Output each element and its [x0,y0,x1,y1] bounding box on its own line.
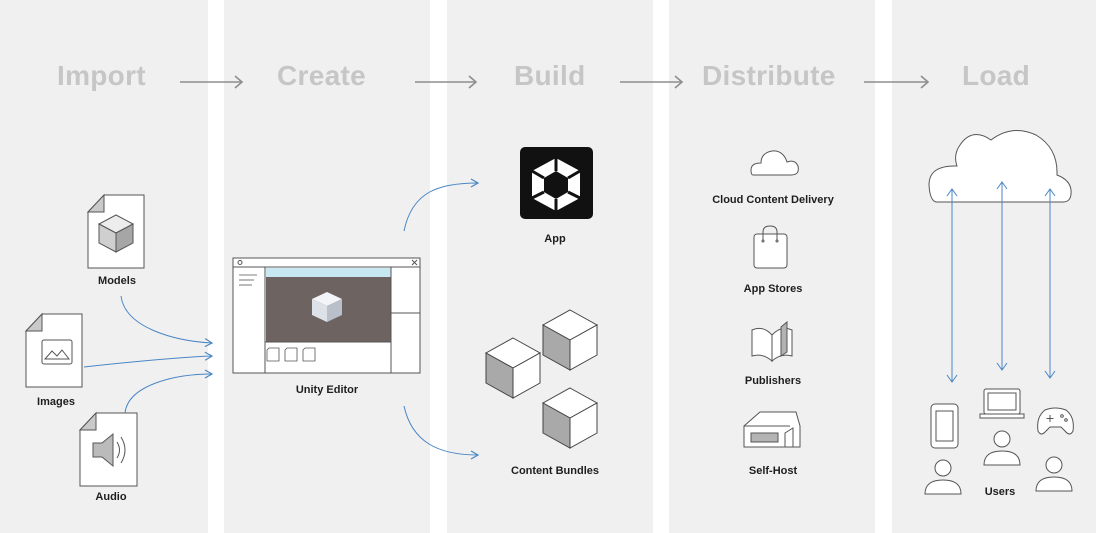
stage-flow-arrows [180,75,930,89]
book-icon [751,320,793,363]
cloud-device-arrows [946,181,1056,383]
stage-title-load: Load [962,60,1031,91]
column-build [447,0,653,533]
user-icon-1 [924,459,962,495]
shopping-bag-icon [753,225,788,269]
label-app-stores: App Stores [743,283,803,295]
gamepad-icon [1037,407,1074,435]
speaker-icon [92,432,126,468]
cube-icon [97,214,135,253]
label-users: Users [984,486,1016,498]
picture-icon [41,339,73,365]
hierarchy-lines [239,274,257,286]
unity-logo-icon [520,147,593,219]
import-connectors [83,295,214,414]
cloud-icon [750,150,799,176]
window-dot-icon [237,260,243,265]
scene-cube [312,292,342,322]
stage-title-build: Build [514,60,586,91]
laptop-icon [979,388,1025,419]
arrow-import-create [180,75,244,89]
label-unity-editor: Unity Editor [295,384,359,396]
label-publishers: Publishers [744,375,802,387]
stage-title-create: Create [277,60,366,91]
stage-title-distribute: Distribute [702,60,836,91]
label-cloud-content-delivery: Cloud Content Delivery [712,194,834,206]
phone-icon [930,403,959,449]
label-app: App [544,233,566,245]
bundle-cube-3 [541,387,599,449]
arrow-create-build [415,75,478,89]
bundle-cube-1 [541,309,599,371]
label-images: Images [37,396,75,408]
user-icon-3 [1035,456,1073,492]
content-bundle-cubes [484,309,599,449]
column-load [892,0,1096,533]
asset-thumbnails [266,347,316,362]
images-file-icon [24,312,83,388]
user-icons [924,430,1073,495]
unity-editor-window [232,257,421,374]
label-self-host: Self-Host [748,465,798,477]
label-models: Models [98,275,136,287]
load-cloud-icon [928,130,1072,203]
audio-file-icon [78,411,138,487]
build-connectors [403,178,480,460]
label-content-bundles: Content Bundles [511,465,599,477]
stage-title-import: Import [57,60,146,91]
arrow-build-distribute [620,75,684,89]
house-icon [743,411,801,448]
bundle-cube-2 [484,337,542,399]
label-audio: Audio [95,491,127,503]
models-file-icon [86,193,145,269]
arrow-distribute-load [864,75,930,89]
close-icon [411,259,418,266]
user-icon-2 [983,430,1021,466]
